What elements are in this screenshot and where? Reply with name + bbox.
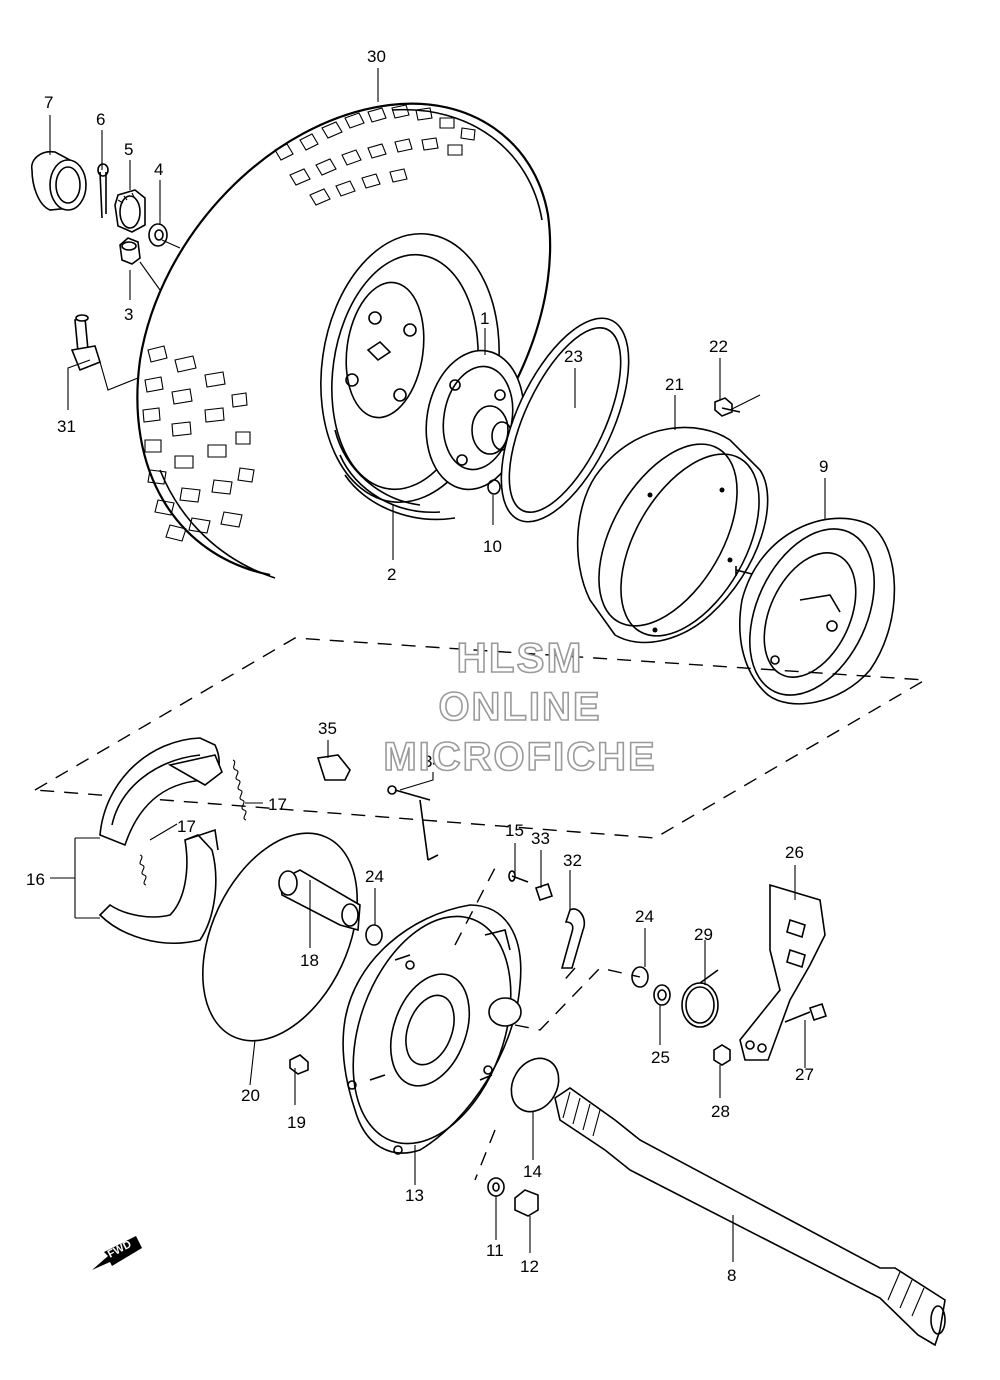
washer-25[interactable]	[653, 984, 671, 1006]
spring-17-lower[interactable]	[139, 854, 147, 886]
cam-shaft-18[interactable]	[278, 869, 361, 932]
bolt-27[interactable]	[784, 1002, 828, 1023]
washer-11[interactable]	[487, 1177, 505, 1197]
assembly-outline	[32, 637, 928, 839]
callout-6: 6	[96, 110, 105, 129]
callout-19: 19	[287, 1113, 306, 1132]
callout-30: 30	[367, 47, 386, 66]
clip-35[interactable]	[316, 754, 351, 781]
callout-5: 5	[124, 140, 133, 159]
callout-1: 1	[480, 309, 489, 328]
brake-panel[interactable]	[324, 894, 540, 1165]
callout-18: 18	[300, 951, 319, 970]
hose-32[interactable]	[560, 908, 586, 969]
callout-28: 28	[711, 1102, 730, 1121]
bolt-12[interactable]	[514, 1189, 539, 1217]
bolt-22[interactable]	[714, 397, 741, 417]
brake-drum-cover[interactable]	[570, 421, 787, 659]
watermark-line1: HLSM	[457, 634, 584, 681]
callout-17-lower: 17	[177, 817, 196, 836]
callout-35: 35	[318, 719, 337, 738]
callout-24-left: 24	[365, 867, 384, 886]
oring-14[interactable]	[502, 1050, 568, 1120]
callout-numbers: 30 7 6 5 4 3 31 1 23 21 22 9 10 2 35 34 …	[26, 47, 828, 1285]
fwd-arrow-icon: FWD	[92, 1236, 142, 1270]
callout-31: 31	[57, 417, 76, 436]
axle-shaft[interactable]	[554, 1087, 946, 1347]
leader-lines	[49, 68, 826, 1262]
callout-16: 16	[26, 870, 45, 889]
callout-3: 3	[124, 305, 133, 324]
callout-33: 33	[531, 829, 550, 848]
callout-15: 15	[505, 821, 524, 840]
spring-29[interactable]	[681, 969, 719, 1028]
callout-25: 25	[651, 1048, 670, 1067]
callout-24-right: 24	[635, 907, 654, 926]
callout-13: 13	[405, 1186, 424, 1205]
fitting-33[interactable]	[534, 882, 554, 902]
brake-shoe-upper[interactable]	[99, 737, 223, 847]
callout-20: 20	[241, 1086, 260, 1105]
pin-15[interactable]	[508, 870, 529, 883]
oring-20[interactable]	[172, 809, 388, 1066]
oring-10[interactable]	[487, 479, 501, 495]
callout-11: 11	[486, 1241, 504, 1260]
cap-7[interactable]	[30, 150, 87, 211]
callout-21: 21	[665, 375, 684, 394]
watermark-line3: MICROFICHE	[383, 735, 656, 779]
washer-4[interactable]	[148, 223, 168, 247]
callout-22: 22	[709, 337, 728, 356]
tire[interactable]	[136, 102, 552, 579]
watermark: HLSM ONLINE MICROFICHE	[383, 633, 656, 780]
callout-32: 32	[563, 851, 582, 870]
bolt-19[interactable]	[289, 1054, 309, 1075]
callout-12: 12	[520, 1257, 539, 1276]
watermark-line2: ONLINE	[438, 685, 601, 729]
brake-arm-26[interactable]	[739, 883, 826, 1061]
spring-17-upper[interactable]	[232, 759, 247, 821]
callout-27: 27	[795, 1065, 814, 1084]
castle-nut-5[interactable]	[114, 189, 146, 233]
callout-17-upper: 17	[268, 795, 287, 814]
nut-28[interactable]	[713, 1044, 731, 1066]
oring-24-left[interactable]	[365, 924, 383, 946]
callout-9: 9	[819, 457, 828, 476]
callout-4: 4	[154, 160, 163, 179]
callout-8: 8	[727, 1266, 736, 1285]
brake-drum[interactable]	[725, 509, 899, 715]
callout-34: 34	[423, 752, 442, 771]
callout-29: 29	[694, 925, 713, 944]
callout-14: 14	[523, 1162, 542, 1181]
callout-2: 2	[387, 565, 396, 584]
callout-23: 23	[564, 347, 583, 366]
callout-26: 26	[785, 843, 804, 862]
cotter-pin-6[interactable]	[97, 163, 109, 219]
nut-3[interactable]	[119, 237, 141, 265]
brake-shoe-lower[interactable]	[98, 828, 219, 944]
seal-ring[interactable]	[475, 300, 655, 540]
callout-7: 7	[44, 93, 53, 112]
indicator-34[interactable]	[387, 785, 439, 861]
callout-10: 10	[483, 537, 502, 556]
oring-24-right[interactable]	[631, 966, 649, 988]
